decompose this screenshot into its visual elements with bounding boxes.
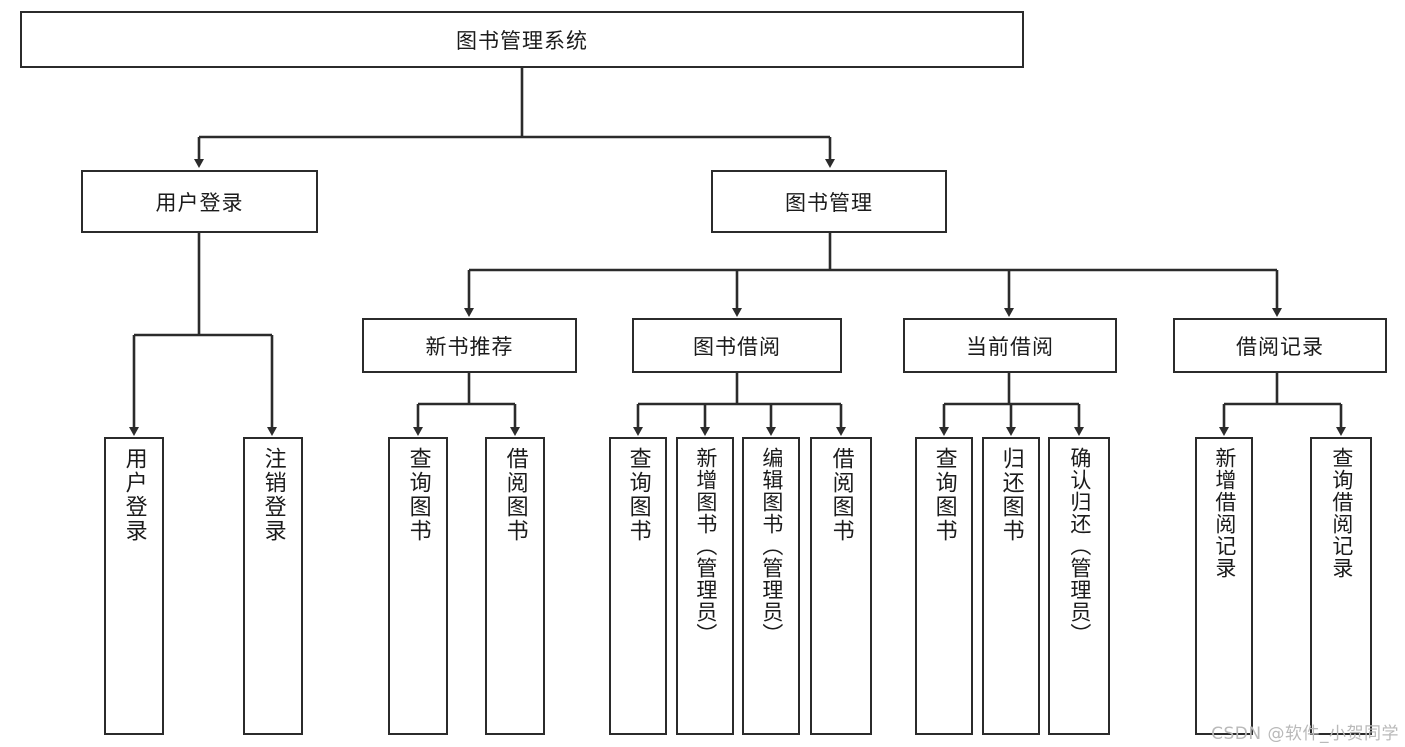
csdn-watermark: CSDN @软件_小贺同学 xyxy=(1211,724,1399,744)
node-leaf-query-book-current[interactable]: 查询图书 xyxy=(915,437,973,735)
node-root[interactable]: 图书管理系统 xyxy=(20,11,1024,68)
node-level2-new-book-recommend[interactable]: 新书推荐 xyxy=(362,318,577,373)
node-level1-user-login[interactable]: 用户登录 xyxy=(81,170,318,233)
node-level2-current-borrow[interactable]: 当前借阅 xyxy=(903,318,1117,373)
node-leaf-query-book-recommend[interactable]: 查询图书 xyxy=(388,437,448,735)
node-level2-book-borrow[interactable]: 图书借阅 xyxy=(632,318,842,373)
node-level1-book-management[interactable]: 图书管理 xyxy=(711,170,947,233)
node-leaf-add-borrow-record[interactable]: 新增借阅记录 xyxy=(1195,437,1253,735)
node-leaf-logout[interactable]: 注销登录 xyxy=(243,437,303,735)
node-level2-borrow-record[interactable]: 借阅记录 xyxy=(1173,318,1387,373)
node-leaf-confirm-return-admin[interactable]: 确认归还（管理员） xyxy=(1048,437,1110,735)
node-leaf-user-login[interactable]: 用户登录 xyxy=(104,437,164,735)
node-leaf-query-book-borrow[interactable]: 查询图书 xyxy=(609,437,667,735)
node-leaf-return-book[interactable]: 归还图书 xyxy=(982,437,1040,735)
node-leaf-borrow-book-recommend[interactable]: 借阅图书 xyxy=(485,437,545,735)
node-leaf-add-book-admin[interactable]: 新增图书（管理员） xyxy=(676,437,734,735)
node-leaf-edit-book-admin[interactable]: 编辑图书（管理员） xyxy=(742,437,800,735)
node-leaf-query-borrow-record[interactable]: 查询借阅记录 xyxy=(1310,437,1372,735)
node-leaf-borrow-book[interactable]: 借阅图书 xyxy=(810,437,872,735)
